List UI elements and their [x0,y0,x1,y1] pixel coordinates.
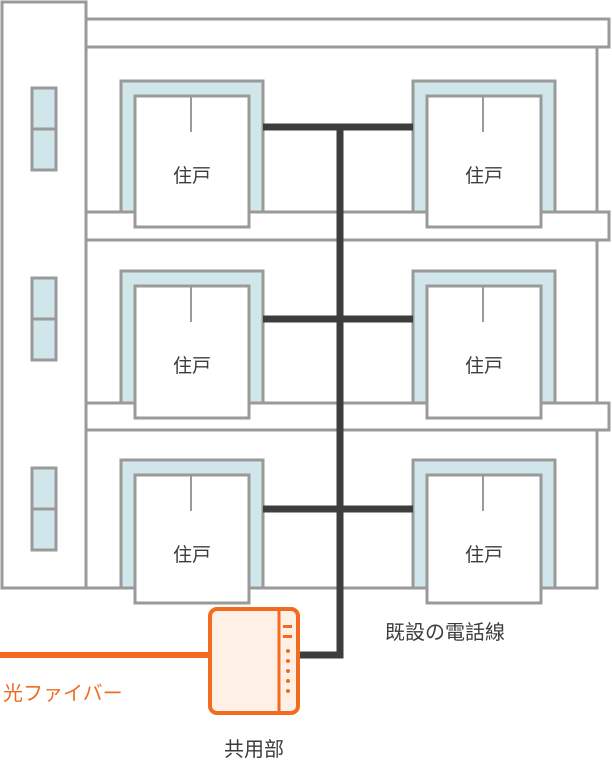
unit-door [119,269,265,420]
unit-label: 住戸 [464,544,504,566]
unit-door [411,269,557,420]
unit-label: 住戸 [172,165,212,187]
roof-slab [84,17,611,49]
common-area-label: 共用部 [224,737,284,761]
fiber-label: 光ファイバー [3,681,123,705]
common-area-box [208,607,300,715]
unit-door [411,458,557,605]
phone-line [263,123,413,659]
unit-label: 住戸 [172,355,212,377]
unit-door [411,79,557,229]
unit-door [119,79,265,229]
unit-label: 住戸 [464,165,504,187]
unit-label: 住戸 [464,355,504,377]
unit-label: 住戸 [172,544,212,566]
unit-door [119,458,265,605]
phone-line-label: 既設の電話線 [385,620,505,644]
